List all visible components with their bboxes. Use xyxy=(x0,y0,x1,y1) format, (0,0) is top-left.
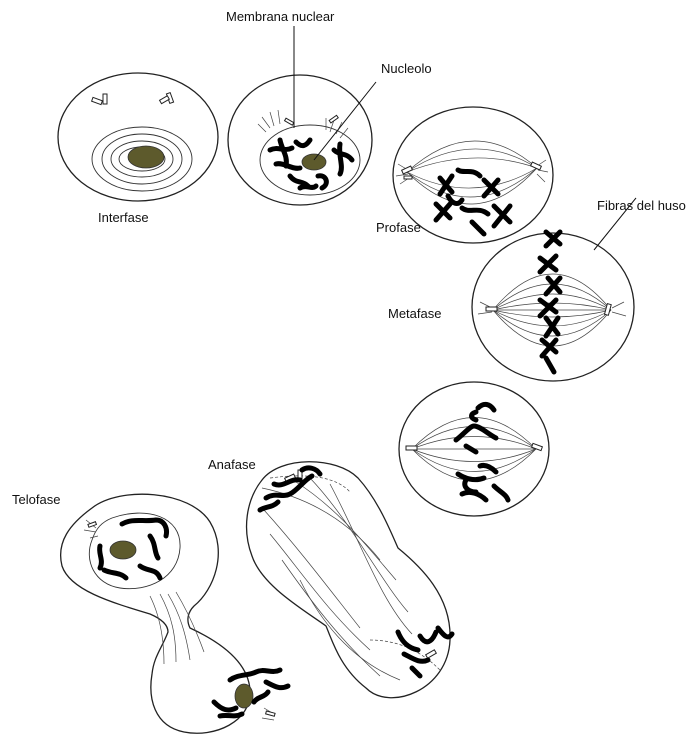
metafase-label: Metafase xyxy=(388,306,441,321)
fibras-del-huso-label: Fibras del huso xyxy=(597,198,686,213)
telofase-top-nucleolus xyxy=(110,541,136,559)
early-profase-cell xyxy=(228,75,376,205)
telofase-bottom-nucleolus xyxy=(235,684,253,708)
interfase-label: Interfase xyxy=(98,210,149,225)
anafase-early-cell xyxy=(399,382,549,516)
membrana-nuclear-label: Membrana nuclear xyxy=(226,9,335,24)
anafase-label: Anafase xyxy=(208,457,256,472)
interfase-nucleolus xyxy=(128,146,164,168)
early-profase-nucleolus xyxy=(302,154,326,170)
nucleolo-label: Nucleolo xyxy=(381,61,432,76)
profase-label: Profase xyxy=(376,220,421,235)
interfase-cell xyxy=(58,73,218,201)
telofase-label: Telofase xyxy=(12,492,60,507)
